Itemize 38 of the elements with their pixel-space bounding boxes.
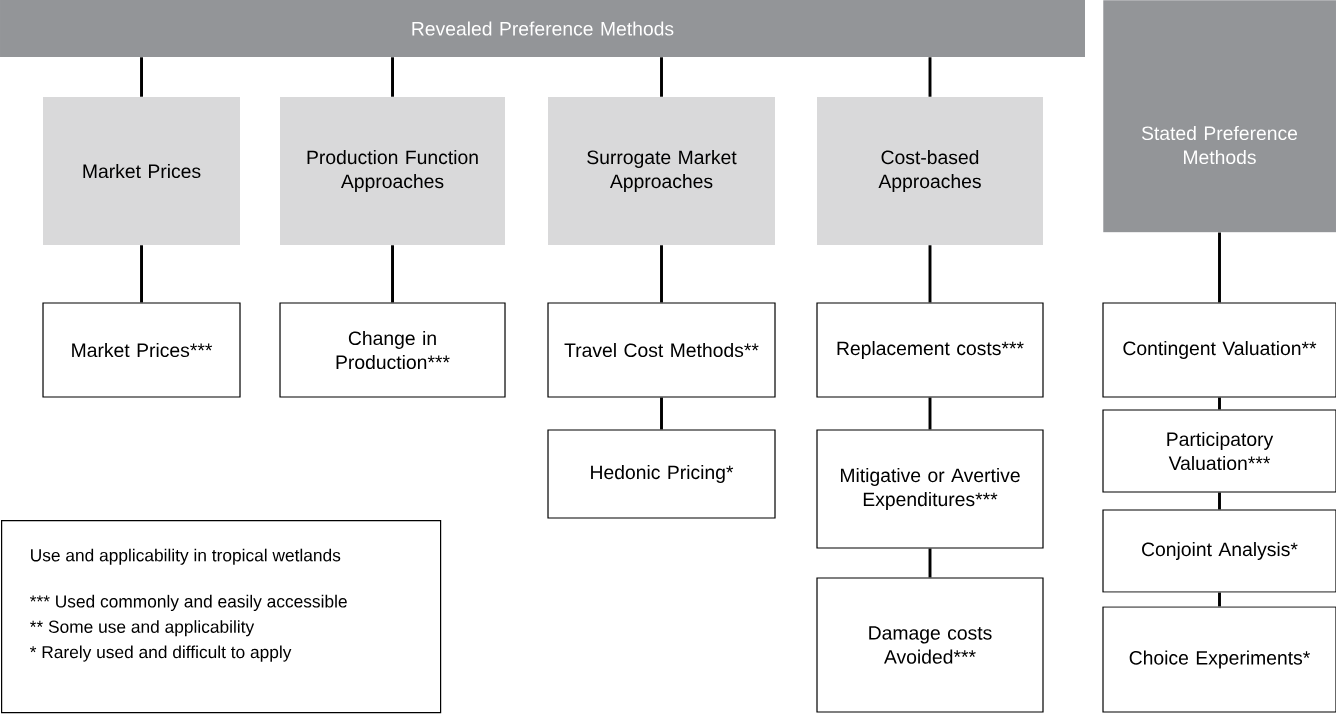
method-box: Replacement costs*** — [816, 302, 1044, 398]
method-box: Hedonic Pricing* — [547, 429, 776, 519]
connector-line — [140, 57, 143, 97]
category-box: Market Prices — [43, 97, 240, 245]
method-box: Travel Cost Methods** — [547, 302, 776, 398]
node-label: * Rarely used and difficult to apply — [29, 645, 292, 662]
key-box — [1, 520, 442, 714]
node-label: Use and applicability in tropical wetlands — [31, 548, 341, 565]
connector-line — [1218, 592, 1221, 607]
method-box: Choice Experiments* — [1102, 606, 1336, 713]
connector-line — [928, 397, 932, 430]
connector-line — [928, 245, 932, 303]
band-heading: Revealed Preference Methods — [0, 0, 1085, 57]
method-box: Conjoint Analysis* — [1102, 509, 1336, 593]
method-box: Contingent Valuation** — [1102, 302, 1336, 398]
band-heading: Stated Preference Methods — [1103, 0, 1336, 233]
connector-line — [1218, 492, 1221, 510]
key-text: Use and applicability in tropical wetlands *** Used commonly and easily accessible ** Some use and applicability * Rarely used and difficult to apply — [30, 548, 347, 662]
connector-line — [928, 57, 932, 97]
category-box: Production Function Approaches — [280, 97, 505, 245]
method-box: Change in Production*** — [279, 302, 506, 398]
connector-line — [391, 245, 394, 303]
method-box: Mitigative or Avertive Expenditures*** — [816, 429, 1044, 549]
connector-line — [391, 57, 394, 97]
node-label: ** Some use and applicability — [29, 620, 255, 637]
category-box: Surrogate Market Approaches — [548, 97, 775, 245]
connector-line — [660, 245, 663, 303]
connector-line — [660, 397, 663, 430]
connector-line — [928, 548, 932, 578]
method-box: Damage costs Avoided*** — [816, 577, 1044, 713]
connector-line — [1218, 397, 1221, 410]
method-box: Market Prices*** — [42, 302, 241, 398]
connector-line — [140, 245, 143, 303]
category-box: Cost-based Approaches — [817, 97, 1043, 245]
method-box: Participatory Valuation*** — [1102, 409, 1336, 493]
connector-line — [1218, 232, 1221, 303]
node-label: *** Used commonly and easily accessible — [29, 594, 347, 611]
connector-line — [660, 57, 663, 97]
